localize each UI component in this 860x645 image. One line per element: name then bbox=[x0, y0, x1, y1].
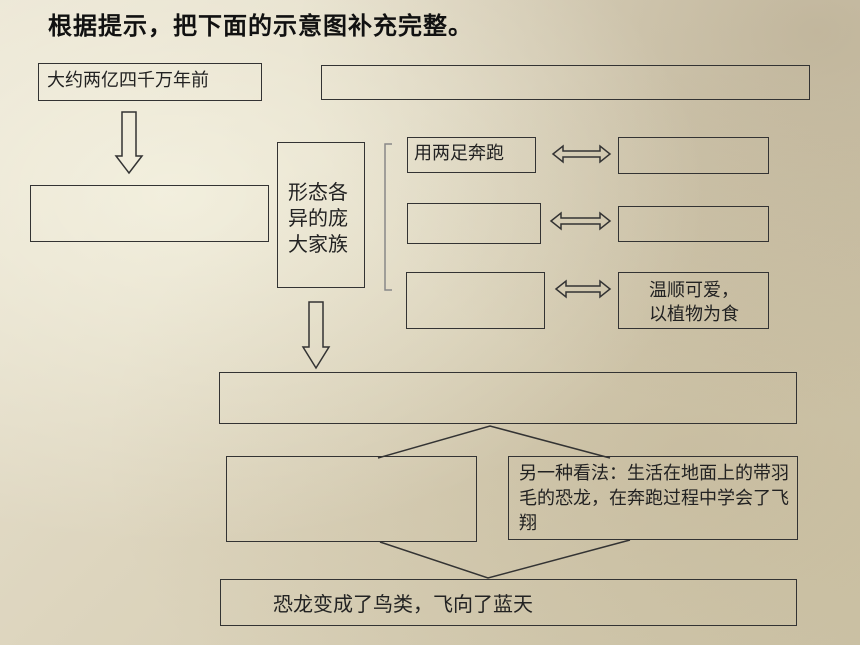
box-blank-low-left[interactable] bbox=[406, 272, 545, 329]
other-view-text: 另一种看法：生活在地面上的带羽毛的恐龙，在奔跑过程中学会了飞翔 bbox=[519, 463, 789, 534]
box-start-time: 大约两亿四千万年前 bbox=[38, 63, 262, 101]
double-arrow-icon bbox=[551, 144, 612, 164]
box-blank-mid-right[interactable] bbox=[618, 206, 769, 242]
box-blank-top[interactable] bbox=[321, 65, 810, 100]
box-family: 形态各异的庞大家族 bbox=[277, 142, 365, 288]
down-arrow-icon bbox=[114, 111, 144, 175]
branch-bracket bbox=[384, 143, 392, 291]
merge-lines bbox=[379, 539, 631, 579]
box-blank-left[interactable] bbox=[30, 185, 269, 242]
box-blank-mid-left[interactable] bbox=[407, 203, 541, 244]
box-blank-run-right[interactable] bbox=[618, 137, 769, 174]
start-time-text: 大约两亿四千万年前 bbox=[47, 70, 209, 91]
gentle-text: 温顺可爱，以植物为食 bbox=[649, 280, 739, 325]
family-text: 形态各异的庞大家族 bbox=[288, 180, 348, 256]
double-arrow-icon bbox=[554, 279, 612, 299]
box-other-view: 另一种看法：生活在地面上的带羽毛的恐龙，在奔跑过程中学会了飞翔 bbox=[508, 456, 798, 540]
box-result: 恐龙变成了鸟类，飞向了蓝天 bbox=[220, 579, 797, 626]
run-text: 用两足奔跑 bbox=[414, 143, 504, 164]
double-arrow-icon bbox=[549, 211, 612, 231]
box-blank-wide[interactable] bbox=[219, 372, 797, 424]
split-lines bbox=[377, 425, 611, 459]
box-gentle: 温顺可爱，以植物为食 bbox=[618, 272, 769, 329]
box-blank-bottom-left[interactable] bbox=[226, 456, 477, 542]
down-arrow-icon bbox=[301, 301, 331, 370]
result-text: 恐龙变成了鸟类，飞向了蓝天 bbox=[273, 592, 533, 616]
box-run: 用两足奔跑 bbox=[407, 137, 536, 173]
slide-title: 根据提示，把下面的示意图补充完整。 bbox=[48, 12, 473, 40]
